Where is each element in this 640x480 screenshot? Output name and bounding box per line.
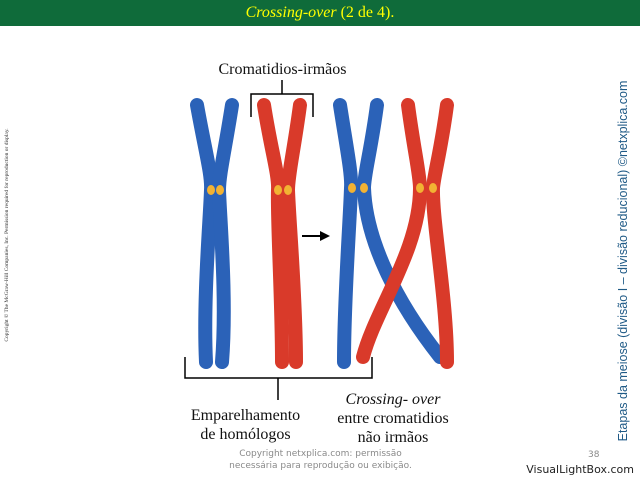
title-italic: Crossing-over [245,4,337,21]
blue-chromosome-left [190,98,239,369]
crossing-label-line3: não irmãos [357,429,429,446]
pairing-label: Emparelhamento de homólogos [168,406,323,444]
sister-chromatids-label: Cromatidios-irmãos [218,61,347,78]
crossing-label-line1: Crossing- over [345,391,441,408]
crossing-over-label: Crossing- over entre cromatidios não irm… [318,390,468,447]
footer-line2: necessária para reprodução ou exibição. [229,461,412,471]
footer-copyright: Copyright netxplica.com: permissão neces… [218,448,423,472]
watermark: VisualLightBox.com [526,463,634,476]
footer-line1: Copyright netxplica.com: permissão [239,449,402,459]
red-chromosome-left [257,98,307,369]
pairing-bracket [184,357,373,400]
title-rest: (2 de 4). [336,4,395,21]
arrow-icon [302,231,330,241]
red-chromosome-right [356,98,454,369]
crossing-label-line2: entre cromatidios [337,410,449,427]
pairing-label-line2: de homólogos [200,426,291,443]
sister-bracket [250,80,314,117]
pairing-label-line1: Emparelhamento [190,407,301,424]
centromeres [207,183,437,195]
page-number: 38 [588,450,600,460]
slide-title: Crossing-over (2 de 4). [0,0,640,26]
blue-chromosome-right [333,98,447,369]
